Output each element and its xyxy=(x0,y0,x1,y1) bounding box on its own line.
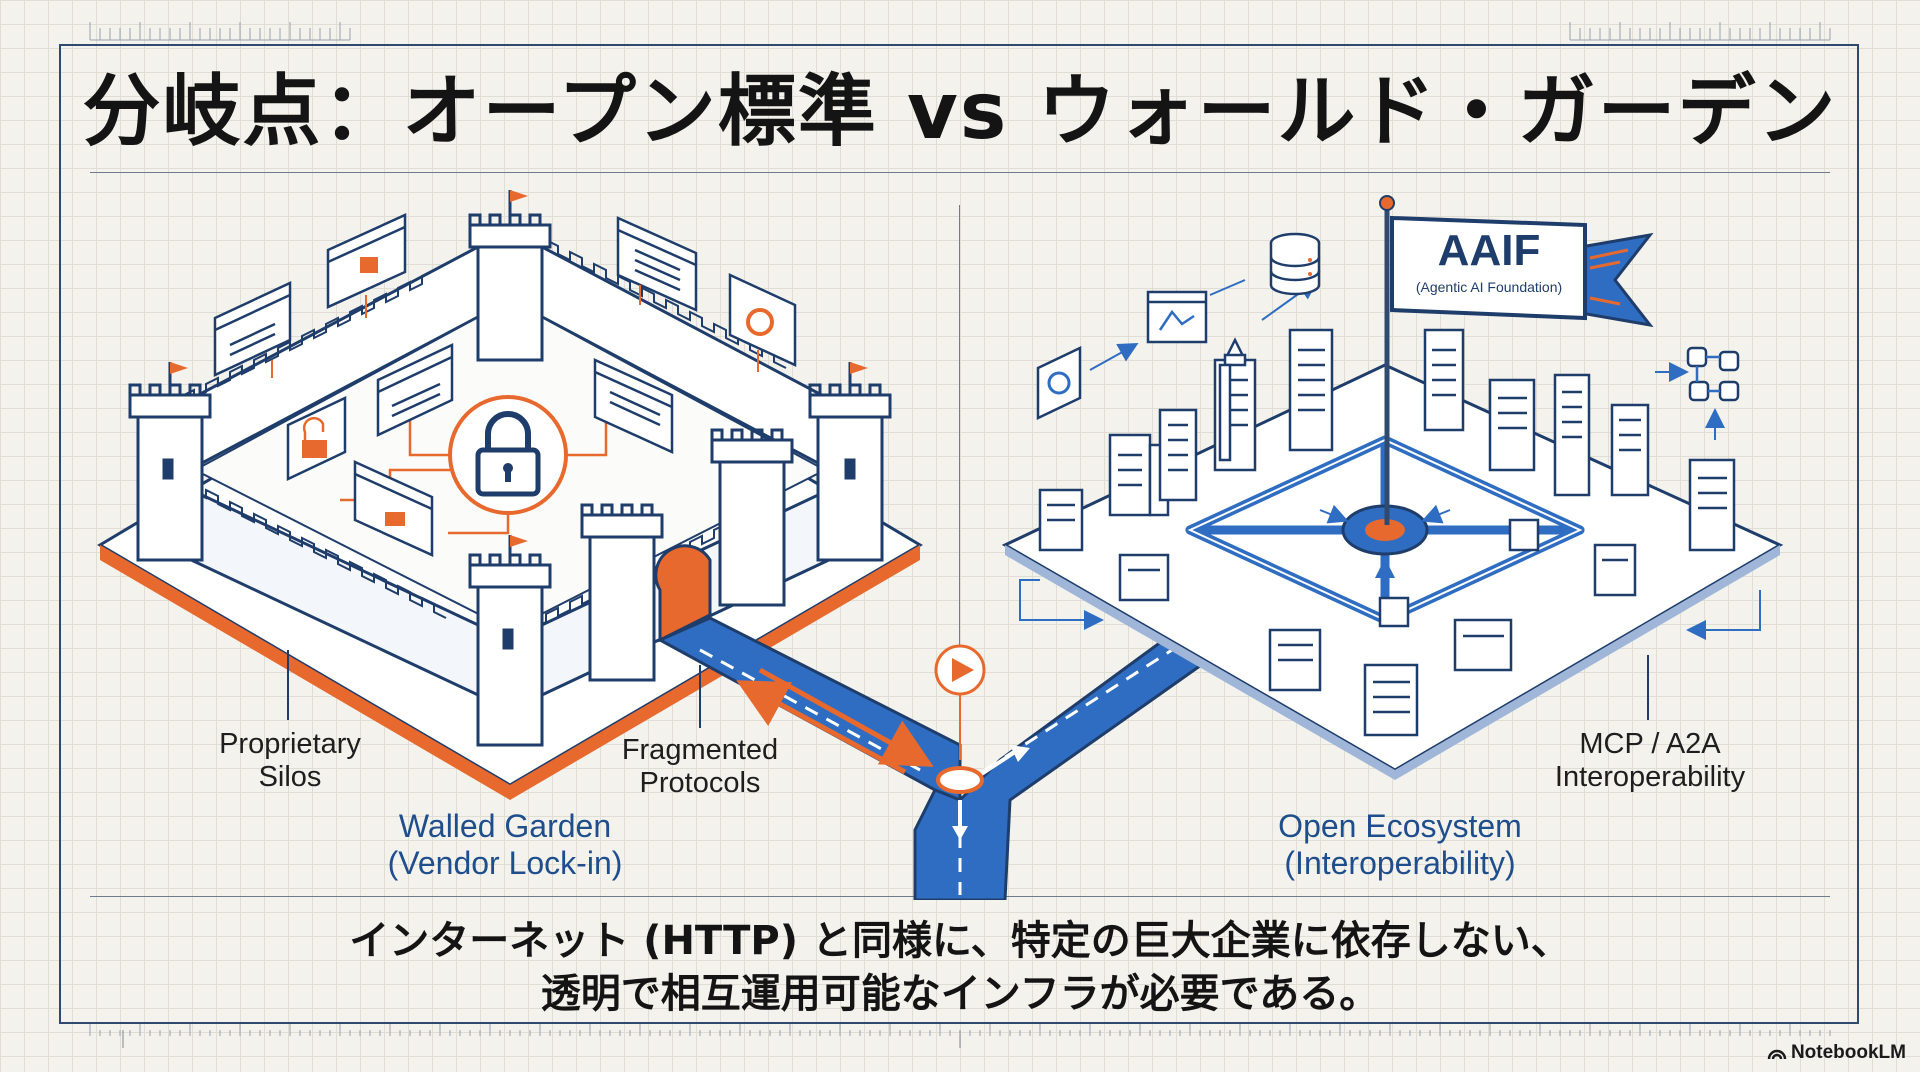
caption-line-2: 透明で相互運用可能なインフラが必要である。 xyxy=(0,966,1920,1022)
label-mcp-a2a: MCP / A2A Interoperability xyxy=(1520,728,1780,794)
network-nodes-icon xyxy=(1688,348,1738,400)
workflow-window-icon xyxy=(1148,292,1206,342)
tower-right xyxy=(810,362,890,560)
heading-open-ecosystem: Open Ecosystem (Interoperability) xyxy=(1250,808,1550,882)
aaif-flag-subtitle: (Agentic AI Foundation) xyxy=(1396,278,1582,296)
decision-marker xyxy=(936,646,984,792)
tower-front xyxy=(470,535,550,745)
settings-gear-icon xyxy=(1038,348,1080,418)
label-fragmented-protocols: Fragmented Protocols xyxy=(590,734,810,800)
heading-walled-garden: Walled Garden (Vendor Lock-in) xyxy=(360,808,650,882)
aaif-flag-title: AAIF xyxy=(1396,226,1582,276)
bottom-ruler xyxy=(0,1024,1920,1072)
notebooklm-logo-icon xyxy=(1767,1045,1787,1061)
tower-back xyxy=(470,190,550,360)
label-proprietary-silos: Proprietary Silos xyxy=(190,728,390,794)
caption-line-1: インターネット (HTTP) と同様に、特定の巨大企業に依存しない、 xyxy=(0,913,1920,969)
database-icon xyxy=(1271,234,1319,294)
brand-label: NotebookLM xyxy=(1791,1042,1906,1064)
notebooklm-watermark: NotebookLM xyxy=(1767,1042,1906,1064)
tower-left xyxy=(130,362,210,560)
central-lock xyxy=(450,397,566,513)
